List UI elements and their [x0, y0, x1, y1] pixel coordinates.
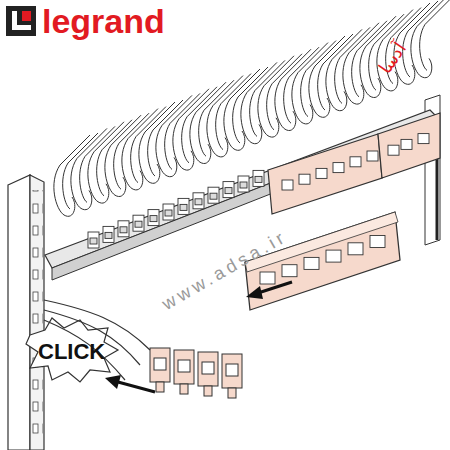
front-covers — [245, 113, 440, 310]
insert-arrows — [105, 282, 292, 392]
keystone-jacks — [150, 348, 242, 398]
click-burst — [26, 318, 118, 382]
loose-cables — [44, 300, 150, 380]
rack-rail — [8, 95, 440, 450]
legrand-logo-mark — [6, 6, 36, 36]
click-callout: CLICK — [38, 341, 105, 363]
keystone-modules — [88, 170, 264, 248]
rj45-ports — [260, 134, 429, 284]
brand-logo-text: legrand — [42, 4, 165, 38]
